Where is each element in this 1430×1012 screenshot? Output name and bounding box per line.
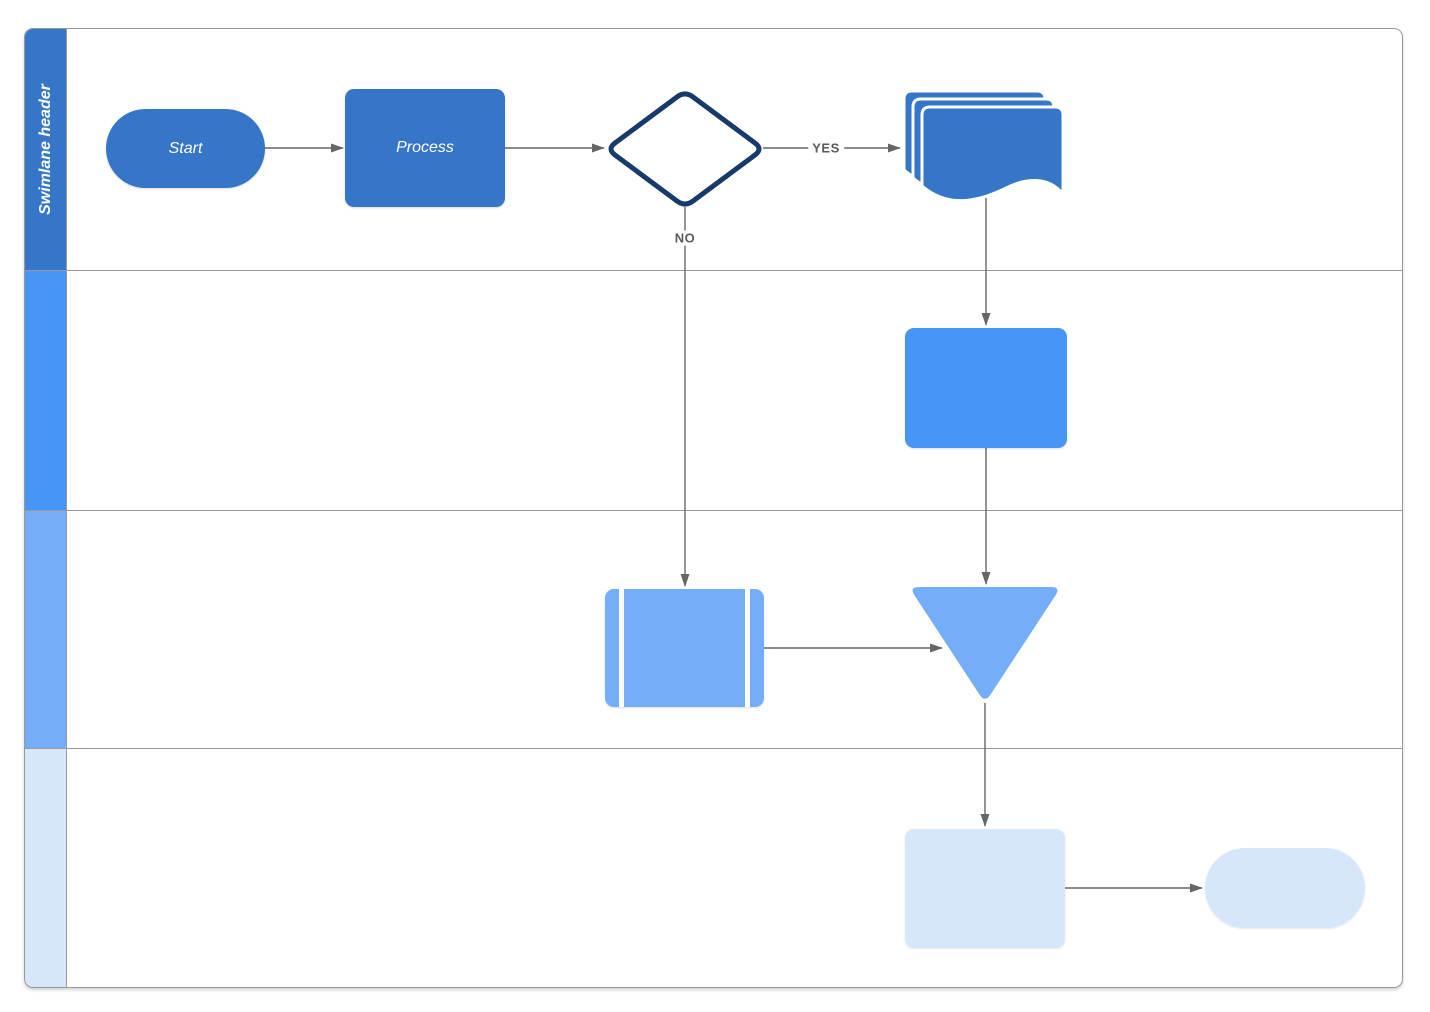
edge-label-yes[interactable]: YES [808, 140, 844, 156]
decision-diamond-shape[interactable] [603, 87, 767, 211]
swimlane-header-label: Swimlane header [36, 84, 54, 215]
process-shape[interactable]: Process [345, 89, 505, 207]
lane-3-header-strip[interactable] [25, 511, 67, 748]
triangle-outline [912, 587, 1058, 699]
predefined-process-shape[interactable] [605, 589, 764, 707]
lane4-step-shape[interactable] [905, 829, 1065, 948]
predefined-right-bar [745, 589, 750, 707]
start-terminator-shape[interactable]: Start [106, 109, 265, 188]
diamond-outline [608, 91, 762, 207]
document-front [920, 105, 1065, 203]
merge-triangle-shape[interactable] [903, 583, 1067, 707]
multi-document-shape[interactable] [898, 84, 1070, 216]
predefined-left-bar [619, 589, 624, 707]
lane-4-header-strip[interactable] [25, 749, 67, 987]
lane-2-header-strip[interactable] [25, 271, 67, 510]
lane-3[interactable] [25, 511, 1402, 749]
lane2-step-shape[interactable] [905, 328, 1067, 448]
lane-4[interactable] [25, 749, 1402, 987]
lane-1[interactable]: Swimlane header [25, 29, 1402, 271]
edge-label-no[interactable]: NO [670, 230, 700, 246]
end-terminator-shape[interactable] [1205, 848, 1365, 928]
process-label: Process [396, 139, 454, 156]
lane-2[interactable] [25, 271, 1402, 511]
start-label: Start [168, 139, 203, 157]
lane-1-header-strip[interactable]: Swimlane header [25, 29, 67, 270]
